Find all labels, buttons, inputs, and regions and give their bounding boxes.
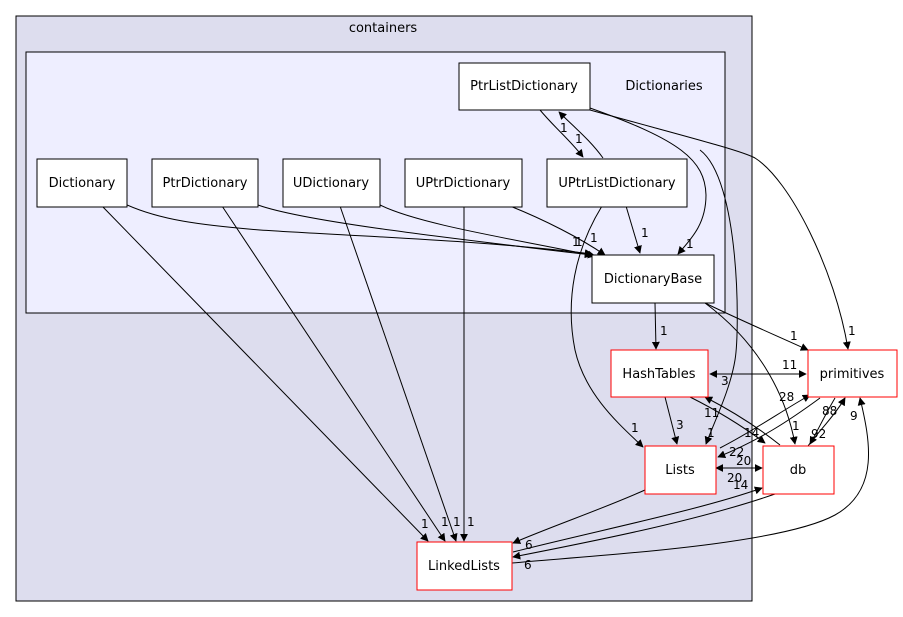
- node-hash-tables[interactable]: HashTables: [610, 349, 709, 398]
- node-lists[interactable]: Lists: [644, 445, 717, 495]
- edge-pd-ll: [221, 205, 446, 542]
- cluster-dictionaries-label: Dictionaries: [625, 79, 703, 94]
- edge-label-prim-ht: 3: [721, 374, 729, 388]
- edge-label-ll-prim: 9: [850, 409, 858, 423]
- node-dictionary-base[interactable]: DictionaryBase: [591, 254, 715, 304]
- edge-label-pd-ll: 1: [441, 515, 449, 529]
- edge-label-prim-lists: 22: [729, 445, 744, 459]
- node-label: PtrDictionary: [163, 176, 248, 191]
- node-label: db: [790, 463, 807, 478]
- edge-label-ud-dbase: 1: [575, 235, 583, 249]
- edge-label-prim-db: 92: [811, 427, 826, 441]
- node-label: LinkedLists: [428, 559, 500, 574]
- node-uptr-list-dictionary[interactable]: UPtrListDictionary: [546, 158, 688, 208]
- edge-ht-lists: [664, 396, 680, 445]
- edges: 1 1 1 1 1 1 1 1 1 1 11 3 1 1: [101, 107, 869, 572]
- edge-label-lists-db-a: 20: [736, 454, 751, 468]
- node-label: UDictionary: [293, 176, 369, 191]
- node-label: DictionaryBase: [604, 272, 702, 287]
- edge-prim-db: [809, 397, 836, 445]
- node-label: PtrListDictionary: [470, 79, 578, 94]
- node-label: HashTables: [622, 367, 695, 382]
- edge-prim-lists: [717, 397, 821, 459]
- node-dictionary[interactable]: Dictionary: [36, 158, 128, 208]
- node-label: Lists: [665, 463, 695, 478]
- edge-label-dbase-prim: 1: [790, 329, 798, 343]
- edge-label-lists-prim: 28: [779, 390, 794, 404]
- node-primitives[interactable]: primitives: [807, 349, 898, 398]
- edge-ptrdictionary-dbase: [257, 204, 593, 259]
- edge-d-ll: [101, 205, 429, 542]
- edge-pld-dbase: [589, 107, 707, 255]
- edge-label-pld-dbase: 1: [686, 237, 694, 251]
- node-u-dictionary[interactable]: UDictionary: [282, 158, 381, 208]
- edge-dbase-db: [704, 302, 798, 445]
- node-db[interactable]: db: [762, 445, 835, 495]
- node-label: UPtrListDictionary: [558, 176, 676, 191]
- edge-label-upld-lists: 1: [631, 421, 639, 435]
- edge-label-upld-pld: 1: [575, 132, 583, 146]
- edge-label-pld-upld: 1: [560, 121, 568, 135]
- edge-label-ud-ll: 1: [453, 515, 461, 529]
- edge-label-lists-db-b: 20: [727, 471, 742, 485]
- edge-label-upd-dbase: 1: [590, 231, 598, 245]
- edge-label-ht-lists: 3: [676, 418, 684, 432]
- cluster-containers-label: containers: [349, 21, 418, 36]
- edge-pld-upld: [539, 109, 584, 158]
- edge-ud-ll: [339, 205, 458, 542]
- edge-label-dbase-ht: 1: [660, 324, 668, 338]
- edge-ht-db: [689, 396, 766, 444]
- edge-label-d-pd-dbase: 1: [572, 235, 580, 249]
- node-ptr-dictionary[interactable]: PtrDictionary: [151, 158, 259, 208]
- edge-label-pld-prim: 1: [848, 324, 856, 338]
- edge-label-db-prim: 88: [822, 404, 837, 418]
- edge-dbase-ht: [651, 302, 660, 350]
- edge-lists-ll: [512, 489, 646, 544]
- edge-ll-db: [512, 486, 763, 553]
- edge-udictionary-dbase: [379, 204, 596, 259]
- edge-ll-prim: [511, 397, 869, 564]
- edge-db-ll: [512, 493, 776, 560]
- edge-upld-pld: [558, 111, 604, 159]
- node-uptr-dictionary[interactable]: UPtrDictionary: [404, 158, 523, 208]
- edge-label-ht-prim: 11: [782, 358, 797, 372]
- edge-label-lists-ll: 6: [525, 538, 533, 552]
- node-label: Dictionary: [49, 176, 116, 191]
- node-linked-lists[interactable]: LinkedLists: [416, 541, 513, 591]
- node-label: primitives: [820, 367, 885, 382]
- edge-dbase-prim: [704, 302, 809, 351]
- edge-upld-lists: [570, 205, 644, 448]
- edge-label-ll-db: 14: [733, 478, 748, 492]
- edge-label-pld-lists: 1: [707, 426, 715, 440]
- edge-lists-prim: [719, 394, 811, 449]
- edge-uptrdictionary-dbase: [509, 205, 606, 256]
- edge-label-ht-db: 11: [704, 406, 719, 420]
- edge-label-db-ht: 14: [744, 426, 759, 440]
- edge-label-upd-ll: 1: [467, 515, 475, 529]
- edge-label-db-ll: 6: [524, 558, 532, 572]
- edge-db-ht: [704, 396, 781, 446]
- edge-label-dbase-db: 1: [792, 419, 800, 433]
- edge-upld-dbase: [625, 205, 642, 254]
- node-label: UPtrDictionary: [416, 176, 511, 191]
- edge-label-upld-dbase: 1: [641, 226, 649, 240]
- edge-label-d-ll: 1: [421, 517, 429, 531]
- edge-pld-prim: [589, 109, 851, 350]
- node-ptr-list-dictionary[interactable]: PtrListDictionary: [458, 62, 591, 111]
